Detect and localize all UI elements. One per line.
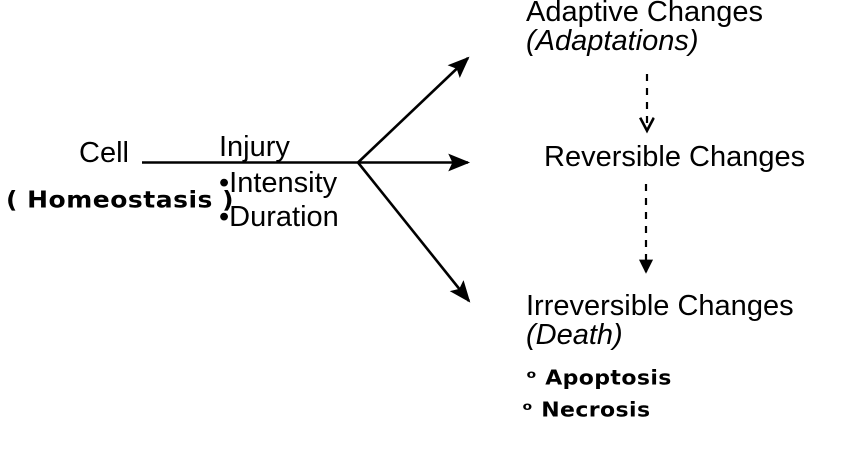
death-mode-apoptosis: ᵒ Apoptosis bbox=[526, 367, 672, 391]
death-mode-necrosis: ᵒ Necrosis bbox=[522, 399, 651, 423]
connector-fork-to-irreversible bbox=[356, 161, 471, 303]
outcome-reversible-changes: Reversible Changes bbox=[544, 141, 806, 173]
injury-factor-intensity: •Intensity bbox=[219, 167, 338, 199]
outcome-irreversible-changes-alt: (Death) bbox=[526, 319, 623, 351]
outcome-adaptive-changes: Adaptive Changes bbox=[526, 0, 763, 28]
cell-label: Cell bbox=[79, 137, 129, 169]
outcome-adaptive-changes-alt: (Adaptations) bbox=[526, 25, 699, 57]
connector-fork-to-adaptive bbox=[357, 56, 470, 164]
injury-label: Injury bbox=[219, 131, 290, 163]
injury-factor-duration: •Duration bbox=[219, 201, 339, 233]
homeostasis-annotation: ( Homeostasis ) bbox=[6, 186, 235, 213]
outcome-irreversible-changes: Irreversible Changes bbox=[526, 290, 794, 322]
